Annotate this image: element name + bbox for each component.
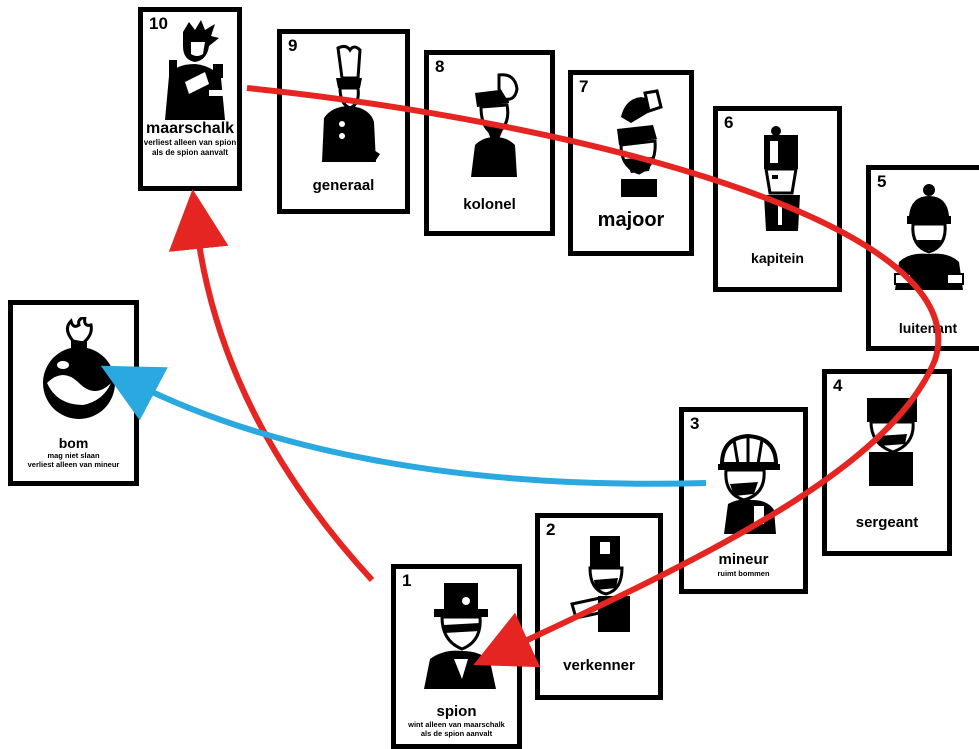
card-name: generaal	[312, 177, 375, 194]
card-desc-line2: als de spion aanvalt	[151, 148, 229, 157]
card-sergeant: 4 sergeant	[822, 369, 952, 556]
card-desc-line1: verliest alleen van spion	[143, 138, 237, 147]
card-name: kolonel	[463, 196, 516, 213]
card-name: majoor	[597, 209, 665, 231]
rank-number: 7	[579, 77, 589, 96]
rank-number: 1	[402, 571, 412, 590]
card-desc-line2: verliest alleen van mineur	[27, 460, 120, 469]
miner-to-bomb-arrow	[100, 365, 707, 487]
bomb-figure-icon	[43, 317, 115, 419]
card-desc-line2: als de spion aanvalt	[420, 729, 493, 738]
card-name: verkenner	[563, 657, 635, 674]
miner-figure-icon	[718, 433, 780, 534]
marshal-to-spy-arrow	[246, 85, 941, 668]
card-name: sergeant	[855, 514, 919, 531]
general-figure-icon	[322, 44, 380, 162]
captain-figure-icon	[764, 126, 800, 231]
card-name: spion	[436, 703, 477, 720]
card-desc-line1: mag niet slaan	[47, 451, 100, 460]
card-desc-line1: ruimt bommen	[717, 569, 770, 578]
rank-number: 4	[833, 376, 843, 395]
spy-to-marshal-arrow	[168, 189, 375, 583]
card-desc-line1: wint alleen van maarschalk	[408, 720, 505, 729]
card-majoor: 7 majoor	[568, 70, 694, 256]
rank-number: 10	[149, 14, 168, 33]
card-name: mineur	[718, 551, 769, 568]
rank-number: 8	[435, 57, 445, 76]
lieutenant-figure-icon	[894, 184, 964, 290]
rank-number: 3	[690, 414, 700, 433]
card-generaal: 9 generaal	[277, 29, 410, 214]
marshal-figure-icon	[165, 20, 225, 120]
card-kapitein: 6 kapitein	[713, 106, 842, 292]
card-mineur: 3 mineur ruimt bommen	[679, 407, 808, 594]
card-name: maarschalk	[145, 120, 235, 137]
card-maarschalk: 10 maarschalk verliest alleen van spion …	[138, 7, 242, 191]
card-name: kapitein	[751, 250, 804, 266]
card-name: luitenant	[898, 320, 958, 336]
card-bom: bom mag niet slaan verliest alleen van m…	[8, 300, 139, 486]
rank-number: 2	[546, 520, 556, 539]
rank-number: 6	[724, 113, 734, 132]
rank-number: 9	[288, 36, 298, 55]
rank-number: 5	[877, 172, 887, 191]
card-name: bom	[58, 435, 89, 451]
sergeant-figure-icon	[867, 398, 917, 486]
